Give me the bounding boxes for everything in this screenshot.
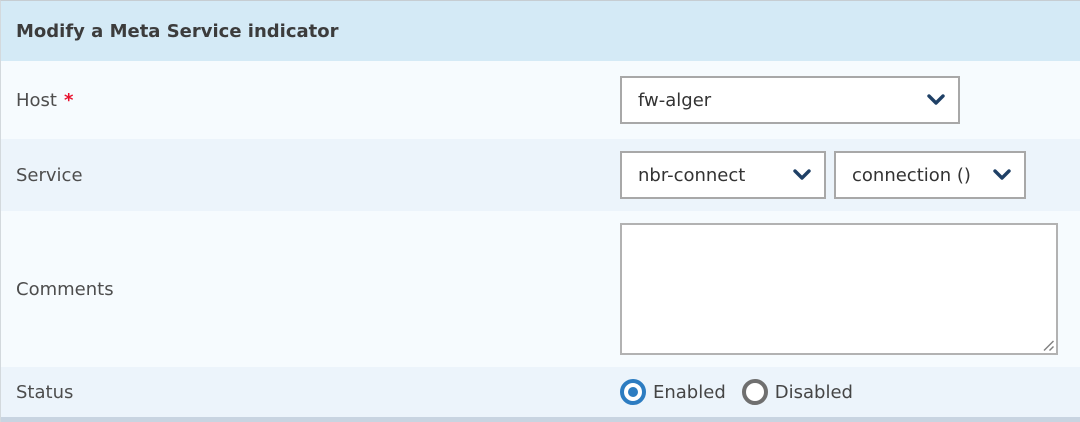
host-value-cell: fw-alger	[620, 61, 1080, 139]
service-value-cell: nbr-connect connection ()	[620, 139, 1080, 211]
status-radio-group: Enabled Disabled	[620, 379, 853, 405]
chevron-down-icon	[793, 169, 811, 180]
service-row: Service nbr-connect connection ()	[1, 139, 1080, 211]
status-value-cell: Enabled Disabled	[620, 367, 1080, 417]
status-label: Status	[16, 381, 74, 403]
comments-row: Comments	[1, 211, 1080, 367]
status-disabled-label: Disabled	[774, 381, 853, 403]
panel-bottom-border	[1, 417, 1080, 422]
form-title: Modify a Meta Service indicator	[16, 20, 339, 42]
host-label: Host	[16, 89, 57, 111]
host-row: Host * fw-alger	[1, 61, 1080, 139]
chevron-down-icon	[993, 169, 1011, 180]
form-header: Modify a Meta Service indicator	[1, 1, 1080, 61]
comments-textarea-wrap	[620, 223, 1058, 355]
status-row: Status Enabled Disabled	[1, 367, 1080, 417]
service-label-cell: Service	[1, 139, 620, 211]
service-label: Service	[16, 164, 83, 186]
host-label-cell: Host *	[1, 61, 620, 139]
status-radio-disabled[interactable]: Disabled	[741, 379, 853, 405]
metric-select-value: connection ()	[852, 164, 971, 186]
comments-label: Comments	[16, 278, 114, 300]
required-asterisk: *	[63, 89, 74, 111]
service-select-value: nbr-connect	[638, 164, 746, 186]
radio-unselected-icon	[741, 379, 768, 405]
host-select[interactable]: fw-alger	[620, 76, 960, 124]
host-select-value: fw-alger	[638, 89, 712, 111]
status-radio-enabled[interactable]: Enabled	[620, 379, 726, 405]
comments-value-cell	[620, 211, 1080, 367]
status-label-cell: Status	[1, 367, 620, 417]
comments-textarea[interactable]	[620, 223, 1058, 355]
comments-label-cell: Comments	[1, 211, 620, 367]
chevron-down-icon	[927, 94, 945, 105]
service-select[interactable]: nbr-connect	[620, 151, 826, 199]
status-enabled-label: Enabled	[653, 381, 726, 403]
radio-selected-icon	[620, 379, 646, 405]
metric-select[interactable]: connection ()	[834, 151, 1026, 199]
